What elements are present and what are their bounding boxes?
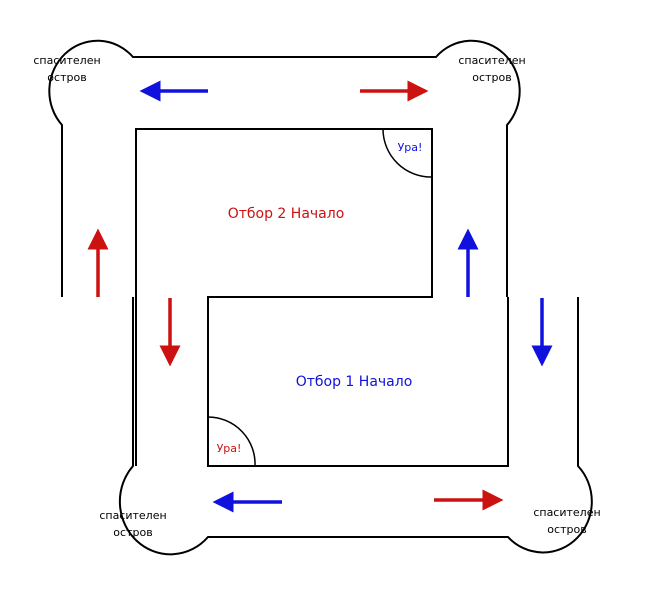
team2-hooray-label: Ура! bbox=[398, 141, 423, 154]
safe-island-label-line1: спасителен bbox=[33, 54, 100, 67]
safe-island-label-line1: спасителен bbox=[458, 54, 525, 67]
safe-island-label-line1: спасителен bbox=[533, 506, 600, 519]
safe-island-label-line1: спасителен bbox=[99, 509, 166, 522]
safe-island-label-line2: остров bbox=[472, 71, 511, 84]
safe-island-label-line2: остров bbox=[547, 523, 586, 536]
team2-finish-arc bbox=[382, 128, 433, 178]
team1-start-label: Отбор 1 Начало bbox=[296, 374, 413, 390]
inner-walls bbox=[135, 128, 509, 467]
team1-finish-arc bbox=[207, 416, 256, 467]
direction-arrows bbox=[87, 80, 553, 513]
team2-start-label: Отбор 2 Начало bbox=[228, 206, 345, 222]
safe-island-label-line2: остров bbox=[113, 526, 152, 539]
safe-island-label-line2: остров bbox=[47, 71, 86, 84]
outer-boundary bbox=[48, 39, 593, 556]
team1-hooray-label: Ура! bbox=[217, 442, 242, 455]
safe-island-top-left: спасителен остров bbox=[33, 54, 100, 84]
safe-island-bottom-left: спасителен остров bbox=[99, 509, 166, 539]
safe-island-bottom-right: спасителен остров bbox=[533, 506, 600, 536]
safe-island-top-right: спасителен остров bbox=[458, 54, 525, 84]
